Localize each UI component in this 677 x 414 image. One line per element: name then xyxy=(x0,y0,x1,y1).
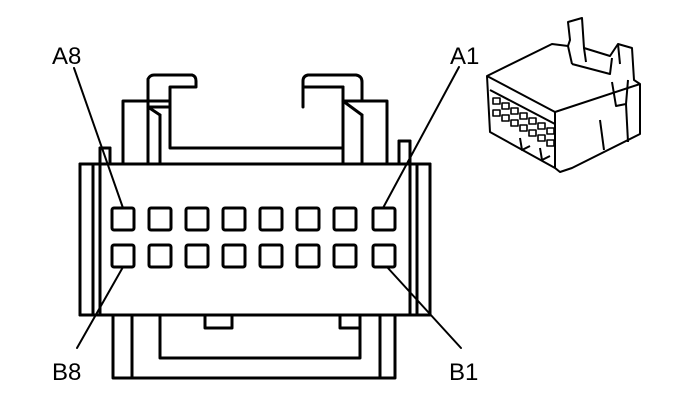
pin-cavity-a4 xyxy=(258,206,284,232)
pin-cavity-a3 xyxy=(295,206,321,232)
right-latch xyxy=(301,73,364,109)
connector-iso-inset xyxy=(486,17,641,173)
pin-cavity-a8 xyxy=(110,206,136,232)
pin-cavity-a2 xyxy=(332,206,358,232)
pin-cavity-b4 xyxy=(258,243,284,269)
pin-row-a xyxy=(110,206,397,232)
pin-cavity-b2 xyxy=(332,243,358,269)
pin-cavity-a6 xyxy=(184,206,210,232)
pin-cavity-a1 xyxy=(371,206,397,232)
leader-a8 xyxy=(73,67,124,209)
upper-housing xyxy=(98,99,412,166)
pin-cavity-b7 xyxy=(147,243,173,269)
lower-housing xyxy=(111,313,397,380)
left-latch xyxy=(146,73,198,109)
pin-cavity-b6 xyxy=(184,243,210,269)
pin-cavity-b5 xyxy=(221,243,247,269)
label-a8: A8 xyxy=(52,43,81,70)
pin-cavity-b8 xyxy=(110,243,136,269)
pin-cavity-a5 xyxy=(221,206,247,232)
leader-b8 xyxy=(76,266,124,349)
leader-lines xyxy=(73,66,462,349)
label-a1: A1 xyxy=(450,43,479,70)
leader-b1 xyxy=(386,266,462,349)
main-body xyxy=(78,162,432,317)
leader-a1 xyxy=(382,66,460,209)
pin-cavity-b3 xyxy=(295,243,321,269)
pin-row-b xyxy=(110,243,397,269)
pin-cavity-b1 xyxy=(371,243,397,269)
label-b8: B8 xyxy=(52,359,81,386)
pin-cavity-a7 xyxy=(147,206,173,232)
label-b1: B1 xyxy=(449,359,478,386)
